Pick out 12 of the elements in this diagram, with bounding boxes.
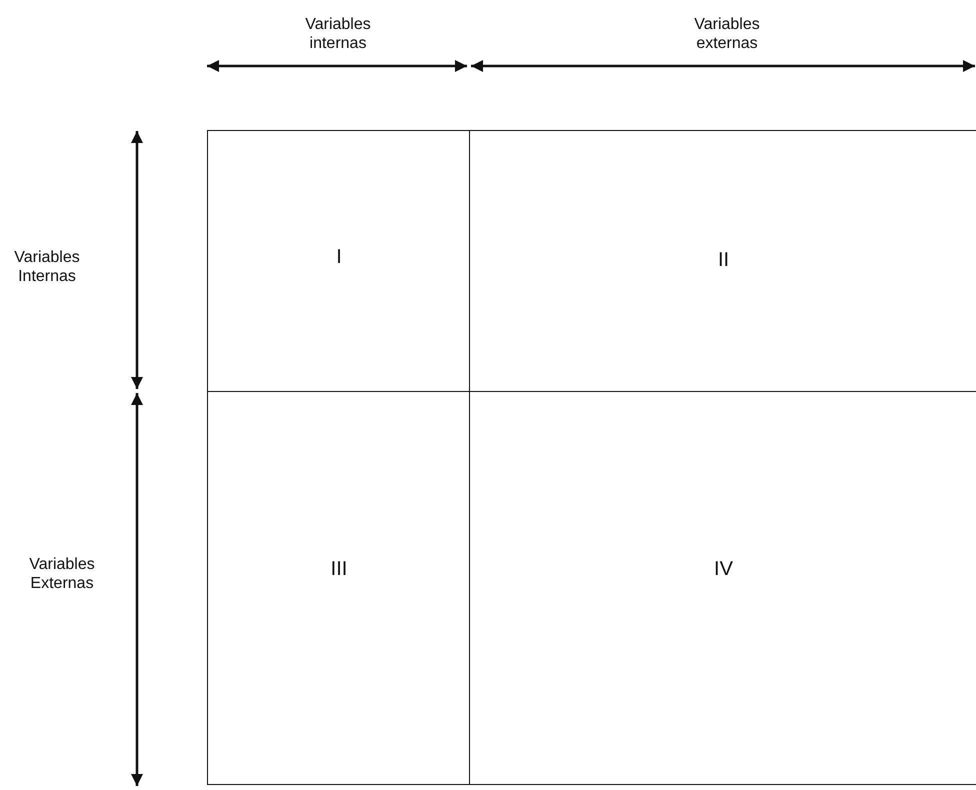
matrix-cell [207, 391, 471, 785]
quadrant-numeral: IV [714, 558, 733, 581]
quadrant-numeral: III [330, 558, 348, 581]
axis-label: Variables Externas [28, 555, 96, 593]
matrix-cell [207, 130, 471, 393]
axis-label: Variables externas [693, 15, 761, 53]
quadrant-numeral: I [336, 246, 342, 269]
matrix-cell [469, 130, 976, 393]
quadrant-numeral: II [718, 249, 730, 272]
axis-label: Variables Internas [13, 248, 81, 286]
matrix-cell [469, 391, 976, 785]
axis-label: Variables internas [304, 15, 372, 53]
